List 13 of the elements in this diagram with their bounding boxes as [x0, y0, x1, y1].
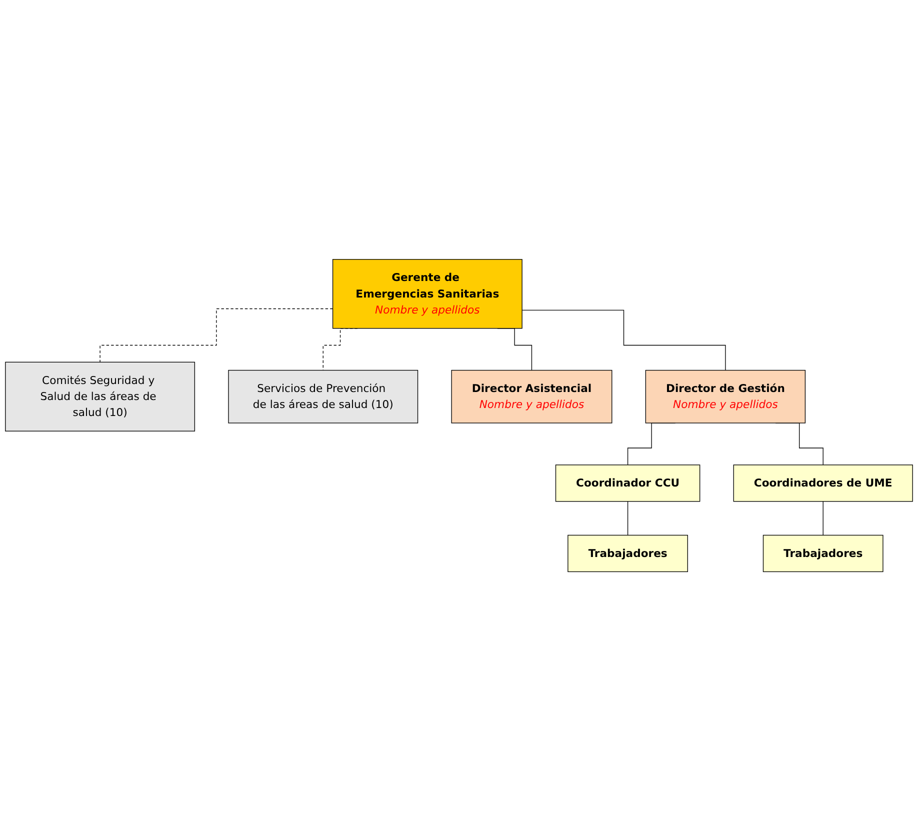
- node-box: Coordinador CCU: [555, 465, 700, 502]
- node-box: Gerente de Emergencias Sanitarias Nombre y apellidos: [332, 260, 522, 330]
- connector: [627, 502, 628, 536]
- connector: [100, 308, 334, 363]
- connector: [822, 502, 824, 536]
- node-box: Director Asistencial Nombre y apellidos: [451, 370, 612, 424]
- node-box: Director de Gestión Nombre y apellidos: [645, 370, 806, 424]
- node-box: Coordinadores de UME: [733, 465, 913, 502]
- node-box: Trabajadores: [762, 535, 884, 572]
- node-box: Comités Seguridad y Salud de las áreas de salud (10): [5, 362, 196, 432]
- connector: [522, 310, 726, 372]
- node-box: Trabajadores: [568, 535, 688, 572]
- node-box: Servicios de Prevención de las áreas de salud (10): [228, 370, 418, 424]
